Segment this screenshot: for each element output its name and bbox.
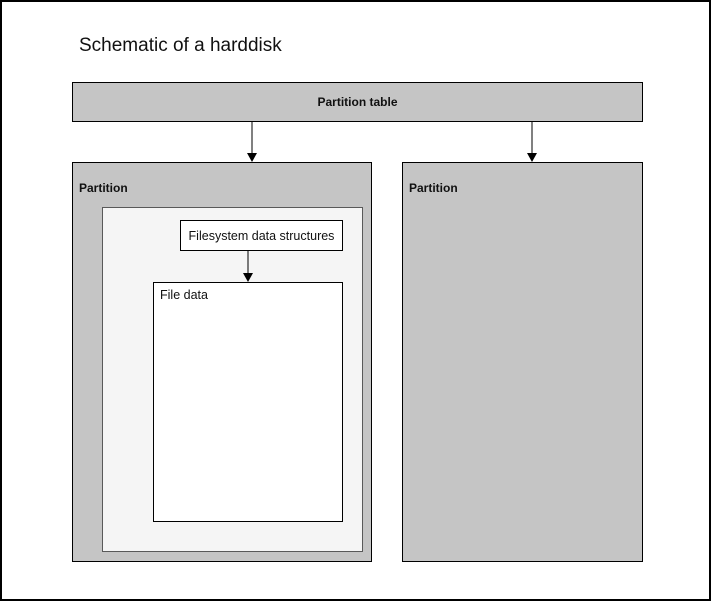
arrow-filesystem-to-file-data bbox=[243, 251, 253, 282]
diagram-title: Schematic of a harddisk bbox=[79, 35, 282, 56]
arrow-shaft bbox=[247, 251, 249, 274]
filesystem-data-structures-box: Filesystem data structures bbox=[180, 220, 343, 251]
partition-right-box: Partition bbox=[402, 162, 643, 562]
arrowhead-down-icon bbox=[247, 153, 257, 162]
file-data-box: File data bbox=[153, 282, 343, 522]
filesystem-data-structures-label: Filesystem data structures bbox=[188, 228, 335, 243]
partition-left-label: Partition bbox=[79, 181, 128, 195]
arrowhead-down-icon bbox=[243, 273, 253, 282]
partition-table-box: Partition table bbox=[72, 82, 643, 122]
arrow-shaft bbox=[251, 122, 253, 154]
arrow-table-to-right-partition bbox=[527, 122, 537, 162]
partition-right-label: Partition bbox=[409, 181, 458, 195]
partition-table-label: Partition table bbox=[317, 95, 398, 109]
arrow-table-to-left-partition bbox=[247, 122, 257, 162]
arrow-shaft bbox=[531, 122, 533, 154]
file-data-label: File data bbox=[160, 288, 208, 302]
arrowhead-down-icon bbox=[527, 153, 537, 162]
